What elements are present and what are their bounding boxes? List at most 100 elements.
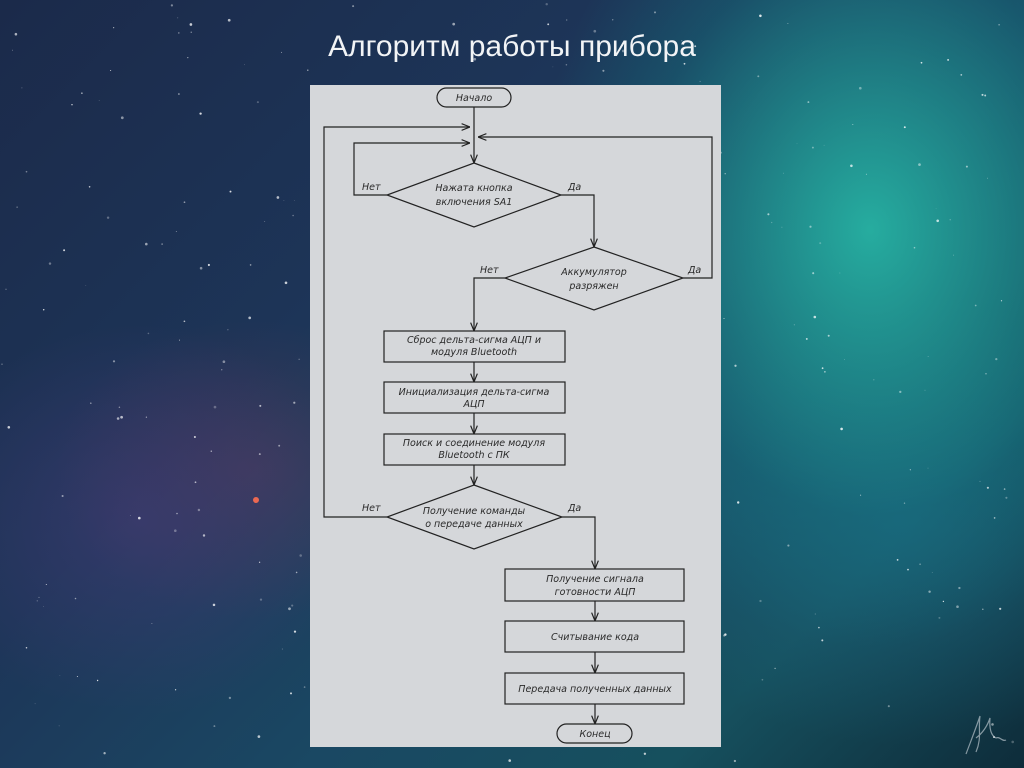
star [222, 360, 226, 364]
star [299, 554, 302, 557]
star [293, 200, 295, 201]
star [177, 17, 179, 19]
star [227, 18, 231, 22]
star [907, 568, 909, 571]
star [927, 356, 929, 357]
star [71, 104, 73, 106]
star [566, 19, 568, 21]
star [984, 94, 987, 97]
star [812, 272, 815, 275]
star [814, 613, 816, 615]
star [694, 45, 697, 48]
step-init-line2: АЦП [462, 399, 484, 410]
step-read-line1: Считывание кода [551, 632, 639, 643]
step-adc-ready-signal [504, 568, 685, 602]
star [288, 607, 291, 611]
star [145, 416, 148, 418]
star [187, 57, 189, 59]
star [545, 2, 548, 6]
star [189, 23, 193, 26]
star [865, 173, 867, 175]
star [809, 225, 812, 228]
star [767, 213, 770, 216]
star [292, 214, 294, 217]
star [36, 600, 38, 602]
star [839, 272, 841, 274]
star [949, 219, 951, 221]
star [960, 74, 963, 76]
star [199, 112, 202, 115]
star [21, 87, 23, 89]
star [213, 405, 217, 409]
flowchart: Начало Нажата кнопка включения SA1 Нет Д… [323, 87, 713, 744]
star [903, 502, 906, 504]
star [170, 4, 174, 7]
star [843, 359, 845, 361]
star [179, 339, 180, 341]
star [5, 288, 7, 291]
star [256, 101, 259, 104]
star [811, 146, 814, 149]
star [896, 559, 899, 561]
star [593, 29, 597, 33]
star [771, 221, 773, 224]
star [38, 596, 40, 598]
star [998, 23, 1000, 26]
star [807, 101, 810, 104]
loop-button-no [353, 143, 470, 196]
star [48, 262, 52, 265]
star [289, 692, 293, 695]
end-label: Конец [579, 729, 610, 740]
star [953, 254, 955, 256]
star [796, 143, 798, 144]
star [25, 647, 28, 649]
star [938, 616, 941, 619]
decision-battery-line2: разряжен [568, 281, 618, 292]
step-search-line1: Поиск и соединение модуля [403, 438, 545, 449]
decision-button-line1: Нажата кнопка [435, 183, 512, 194]
star [229, 190, 232, 193]
step-ready-line2: готовности АЦП [555, 587, 636, 598]
star [178, 93, 180, 95]
star [248, 316, 252, 320]
red-star [253, 497, 259, 503]
star [103, 752, 106, 755]
star [565, 64, 568, 66]
star [259, 404, 262, 407]
star [59, 674, 61, 676]
slide-title: Алгоритм работы прибора [328, 30, 696, 63]
star [653, 11, 657, 14]
star [197, 508, 201, 512]
star [249, 264, 252, 266]
decision-battery-low [503, 246, 685, 311]
star [88, 186, 91, 188]
star [1000, 300, 1003, 302]
decision-command-line1: Получение команды [423, 506, 526, 517]
star [113, 27, 115, 29]
star [116, 417, 120, 420]
star [98, 100, 100, 101]
star [965, 165, 968, 168]
star [473, 57, 477, 61]
star [724, 173, 726, 175]
star [175, 231, 177, 232]
decision-command-yes-label: Да [567, 503, 581, 514]
star [936, 219, 939, 223]
star [147, 332, 150, 335]
star [974, 304, 977, 307]
star [120, 116, 124, 120]
star [43, 605, 44, 607]
star [935, 208, 937, 210]
connector-button-yes [561, 194, 594, 247]
star [781, 226, 783, 228]
star [58, 725, 60, 727]
star [145, 242, 148, 246]
star [278, 444, 281, 447]
star [793, 324, 795, 326]
star [61, 494, 64, 498]
star [227, 329, 229, 331]
decision-battery-line1: Аккумулятор [560, 267, 627, 278]
step-send-data [504, 672, 685, 705]
star [942, 600, 945, 603]
star [1003, 488, 1006, 490]
